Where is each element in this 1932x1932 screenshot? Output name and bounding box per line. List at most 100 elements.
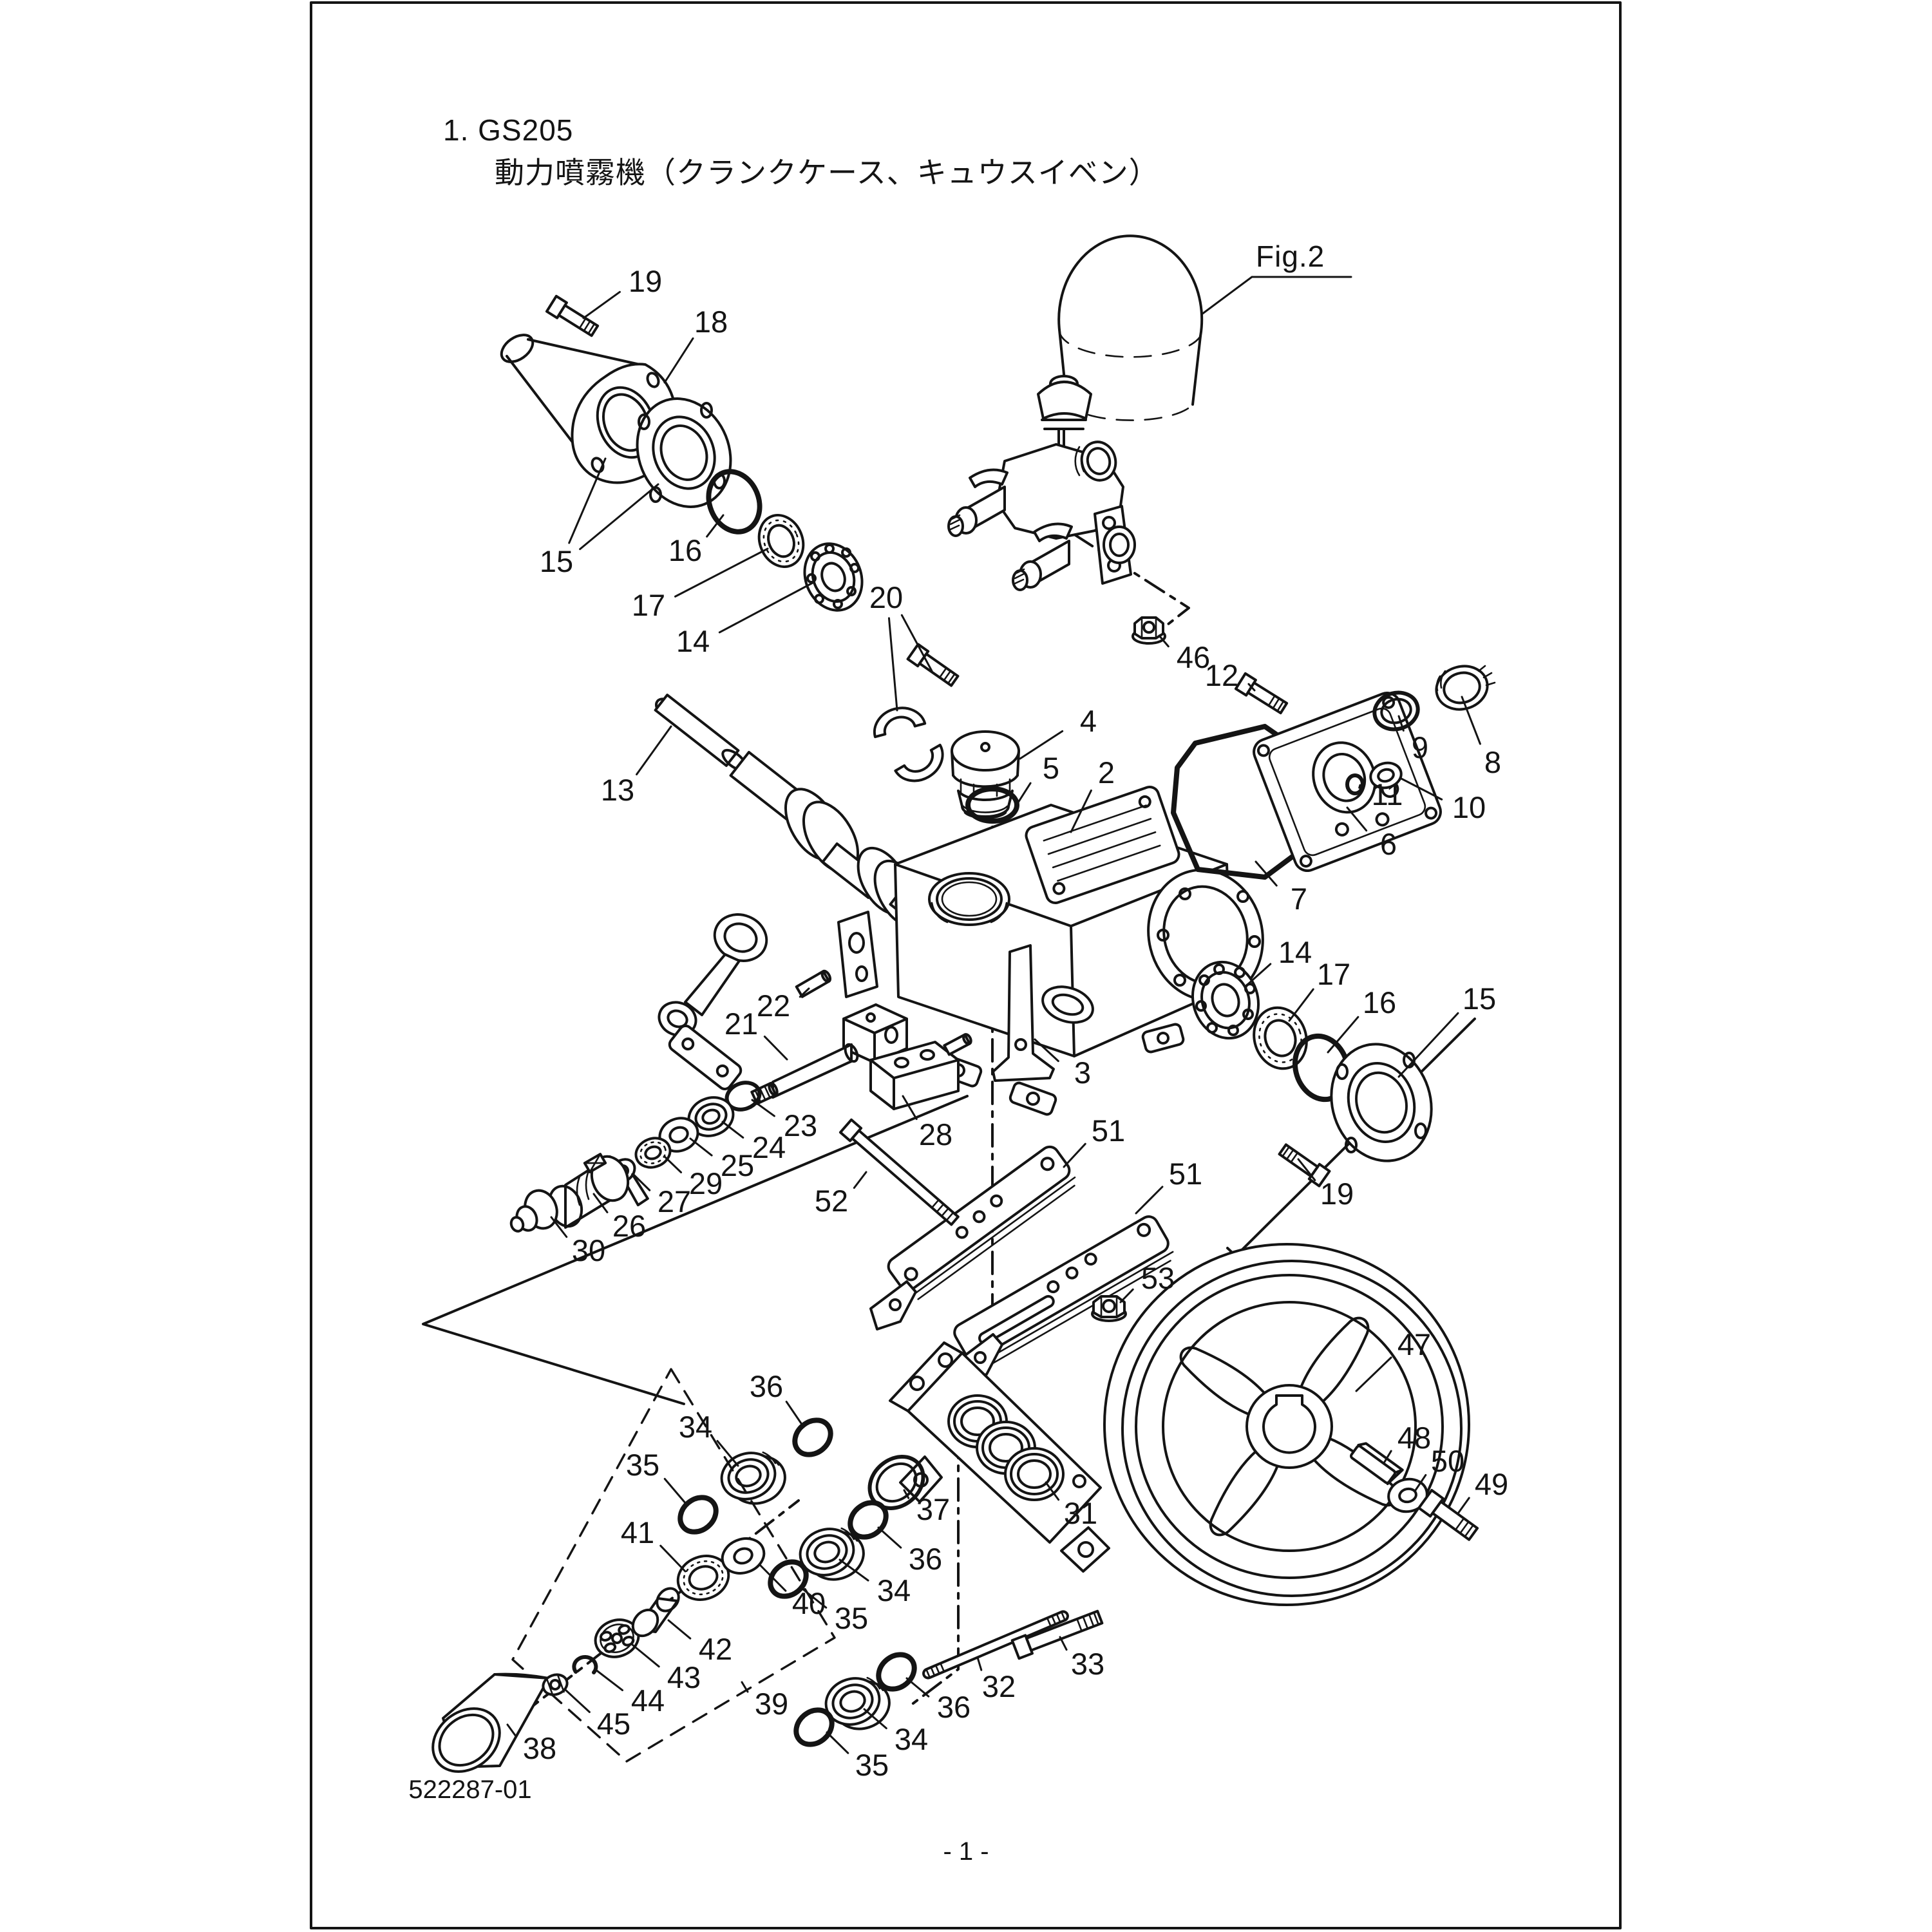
callout-leader-36 <box>785 1401 805 1428</box>
callout-leader-34 <box>716 1440 739 1467</box>
callout-label-10: 10 <box>1452 790 1486 824</box>
part-valve-assembly-fig2 <box>947 375 1136 591</box>
part-bearing-24 <box>687 1096 735 1137</box>
callout-leader-36 <box>905 1677 930 1698</box>
part-o-ring-36-a <box>788 1413 838 1461</box>
callout-label-49: 49 <box>1475 1467 1508 1501</box>
callout-leader-11 <box>1358 784 1361 789</box>
callout-leader-17 <box>1288 988 1314 1022</box>
part-washer-25 <box>658 1117 699 1153</box>
callout-leader-15 <box>568 457 607 544</box>
callout-leader-39 <box>741 1681 749 1693</box>
callout-label-15: 15 <box>1463 981 1496 1016</box>
callout-label-44: 44 <box>631 1683 665 1718</box>
callout-label-23: 23 <box>784 1108 817 1142</box>
callout-leader-2 <box>1070 789 1092 833</box>
callout-label-52: 52 <box>815 1184 848 1218</box>
callout-leader-19 <box>582 290 621 319</box>
callout-leader-32 <box>976 1656 983 1671</box>
callout-leader-46 <box>1158 634 1170 648</box>
callout-leader-3 <box>1034 1038 1059 1063</box>
part-spacer-42 <box>631 1587 680 1638</box>
part-flange-nut-46 <box>1132 616 1166 645</box>
callout-leader-48 <box>1383 1450 1392 1463</box>
callout-label-26: 26 <box>612 1209 646 1243</box>
callout-label-14: 14 <box>1278 935 1312 969</box>
part-o-ring-16-left <box>706 469 762 535</box>
part-air-chamber-fig2 <box>1057 234 1204 421</box>
callout-label-2: 2 <box>1098 755 1115 790</box>
callout-label-25: 25 <box>721 1148 754 1182</box>
callout-leader-51 <box>1063 1142 1086 1168</box>
callout-leader-53 <box>1119 1288 1134 1303</box>
callout-leader-20 <box>900 614 933 672</box>
callout-leader-15 <box>1397 1012 1459 1078</box>
part-bearing-flange-15-right <box>1330 1043 1433 1162</box>
part-oil-seal-17-right <box>1253 1006 1308 1070</box>
page-border-frame <box>310 1 1622 1929</box>
part-crankcase-2 <box>837 786 1264 1116</box>
callout-leader-12 <box>1247 683 1256 692</box>
page-title-model: 1. GS205 <box>443 113 573 147</box>
callout-leader-38 <box>506 1723 517 1738</box>
part-valve-cap-34-a <box>714 1442 793 1514</box>
callout-leader-49 <box>1457 1497 1470 1515</box>
part-piston-26 <box>547 1153 630 1229</box>
part-nut-53 <box>1091 1295 1127 1322</box>
callout-leader-28 <box>902 1095 918 1121</box>
callout-label-42: 42 <box>699 1632 732 1666</box>
part-mount-plate-51-upper <box>869 1145 1076 1331</box>
callout-label-17: 17 <box>632 588 665 622</box>
callout-label-32: 32 <box>982 1669 1016 1703</box>
callout-label-51: 51 <box>1169 1157 1202 1191</box>
part-plug-10 <box>1369 761 1403 790</box>
part-guide-block-28 <box>869 1033 972 1110</box>
callout-label-15: 15 <box>540 544 573 578</box>
page-title-description: 動力噴霧機（クランクケース、キュウスイベン） <box>495 156 1159 189</box>
callout-leader-36 <box>877 1526 902 1549</box>
callout-label-40: 40 <box>792 1586 826 1620</box>
page-number: - 1 - <box>943 1837 989 1866</box>
callout-label-34: 34 <box>679 1410 712 1444</box>
callout-label-14: 14 <box>676 624 710 658</box>
part-bolt-49 <box>1417 1489 1479 1541</box>
part-o-ring-11 <box>1345 773 1365 795</box>
figure-reference-label: Fig.2 <box>1256 240 1325 273</box>
callout-leader-47 <box>1355 1356 1392 1392</box>
callout-leader-40 <box>759 1564 787 1592</box>
callout-label-38: 38 <box>523 1731 556 1765</box>
callout-label-34: 34 <box>895 1722 928 1756</box>
callout-leader-9 <box>1397 715 1405 732</box>
callout-leader-4 <box>1019 730 1064 760</box>
callout-leader-22 <box>799 987 810 998</box>
drawing-number: 522287-01 <box>408 1776 531 1804</box>
callout-label-29: 29 <box>689 1166 723 1200</box>
callout-label-22: 22 <box>757 989 790 1023</box>
part-bolt-12 <box>1234 672 1290 717</box>
callout-leader-26 <box>592 1193 609 1213</box>
callout-leader-23 <box>751 1099 775 1117</box>
callout-label-36: 36 <box>909 1542 942 1576</box>
callout-leader-37 <box>903 1489 910 1499</box>
callout-label-51: 51 <box>1092 1113 1125 1148</box>
figure-reference-leader <box>1195 276 1352 319</box>
part-nut-45 <box>542 1673 569 1697</box>
part-stud-32 <box>922 1610 1069 1680</box>
callout-label-31: 31 <box>1064 1496 1097 1530</box>
callout-label-36: 36 <box>750 1369 783 1403</box>
callout-leader-50 <box>1414 1473 1427 1492</box>
callout-leader-16 <box>706 514 724 538</box>
part-connecting-rod <box>658 913 768 1091</box>
callout-leader-10 <box>1399 777 1443 800</box>
callout-label-4: 4 <box>1080 704 1097 738</box>
callout-label-39: 39 <box>755 1687 788 1721</box>
callout-leader-7 <box>1255 860 1278 887</box>
callout-label-46: 46 <box>1177 640 1210 674</box>
callout-label-30: 30 <box>572 1233 605 1267</box>
callout-leader-44 <box>594 1668 624 1692</box>
callout-label-11: 11 <box>1372 777 1403 811</box>
callout-leader-6 <box>1346 806 1368 832</box>
